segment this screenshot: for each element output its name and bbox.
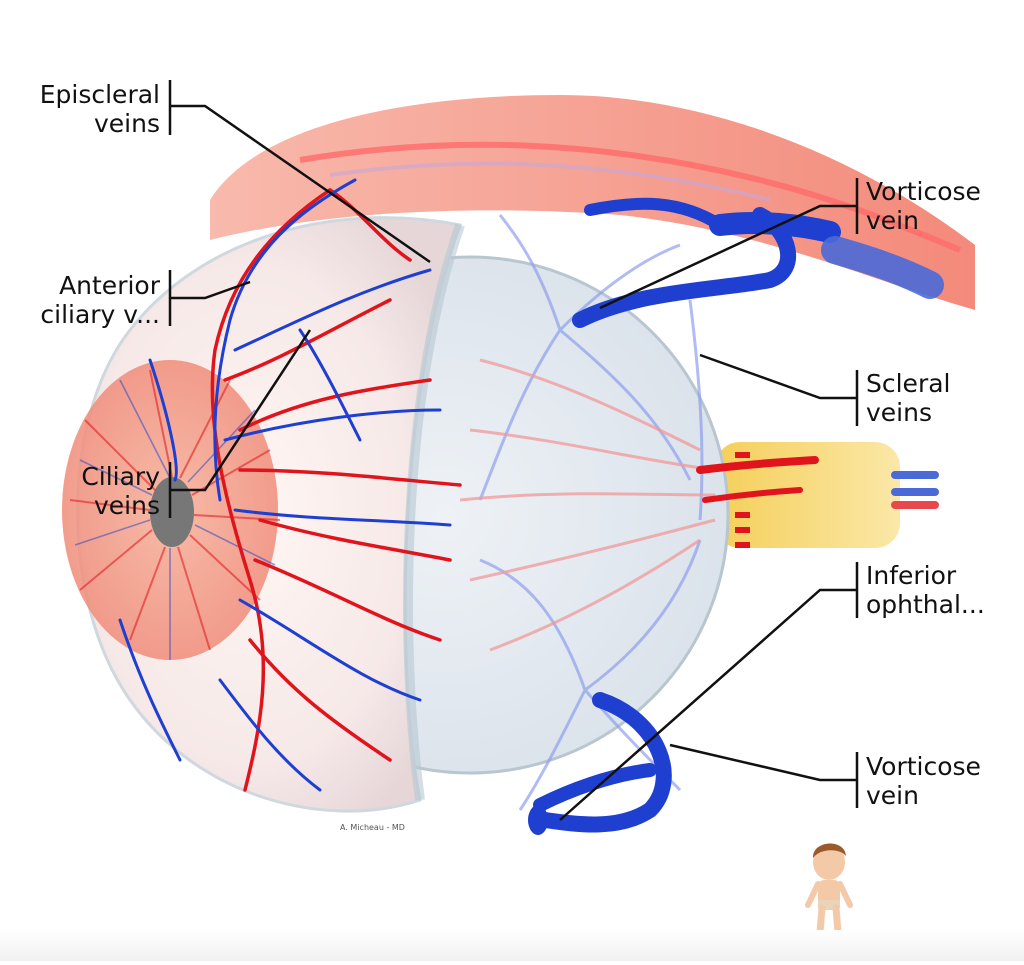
image-credit: A. Micheau - MD bbox=[340, 823, 405, 832]
vorticose-vein-lower bbox=[528, 692, 672, 835]
leader-lines bbox=[168, 80, 859, 821]
arteries bbox=[210, 188, 462, 792]
bottom-shadow bbox=[0, 930, 1024, 961]
label-vorticose-vein-bottom: Vorticose vein bbox=[866, 752, 981, 810]
pupil bbox=[150, 477, 194, 547]
label-ciliary-veins: Ciliary veins bbox=[81, 462, 160, 520]
label-vorticose-vein-top: Vorticose vein bbox=[866, 177, 981, 235]
ciliary-veins bbox=[118, 178, 452, 792]
label-episcleral-veins: Episcleral veins bbox=[39, 80, 160, 138]
label-scleral-veins: Scleral veins bbox=[866, 369, 951, 427]
vorticose-vein-upper bbox=[572, 197, 944, 328]
label-anterior-ciliary-veins: Anterior ciliary v... bbox=[40, 271, 160, 329]
optic-nerve bbox=[715, 442, 900, 548]
label-inferior-ophthalmic: Inferior ophthal... bbox=[866, 561, 985, 619]
child-figure-icon bbox=[805, 843, 853, 936]
